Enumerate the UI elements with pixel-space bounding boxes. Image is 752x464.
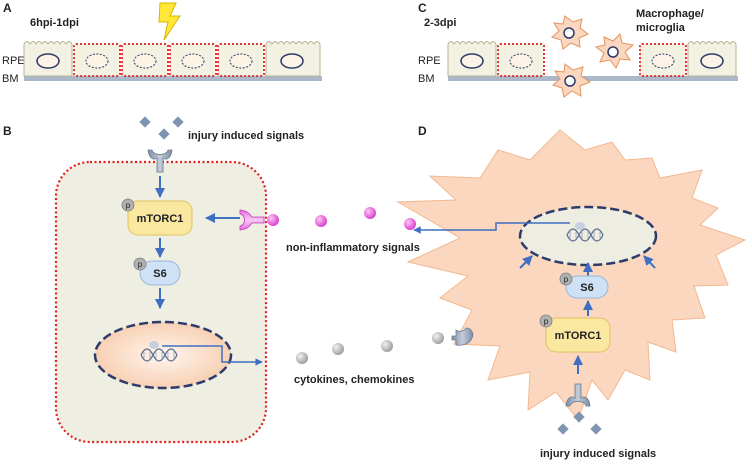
panel-a-bm-label: BM bbox=[2, 73, 19, 85]
panel-c-letter: C bbox=[418, 1, 427, 15]
injury-signal-icon bbox=[139, 116, 151, 128]
injury-signal-icon bbox=[172, 116, 184, 128]
cytokine-icon bbox=[332, 343, 344, 355]
s6-box bbox=[565, 275, 609, 299]
panel-a-rpe-label: RPE bbox=[2, 55, 25, 67]
lightning-icon bbox=[158, 2, 181, 41]
phosphate-label: p bbox=[564, 275, 569, 284]
panel-a-rpe-cell-healthy bbox=[23, 41, 73, 77]
panel-d-letter: D bbox=[418, 124, 427, 138]
injury-signal-icon bbox=[158, 128, 170, 140]
panel-a-rpe-cell-injured bbox=[121, 43, 169, 77]
nucleus-icon bbox=[651, 53, 675, 69]
injury-signal-icon bbox=[573, 411, 585, 423]
cytokine-icon bbox=[432, 332, 444, 344]
non-inflammatory-signals: non-inflammatory signals bbox=[239, 207, 420, 254]
ribosome-icon bbox=[575, 222, 585, 230]
panel-c-cell-type-line1: Macrophage/ bbox=[636, 8, 704, 20]
panel-b-injury-signals-label: injury induced signals bbox=[188, 130, 304, 142]
panel-b: B injury induced signals mTORC1 p S6 p bbox=[3, 116, 444, 444]
nucleus-icon bbox=[85, 53, 109, 69]
nucleus-icon bbox=[36, 53, 60, 69]
panel-a-basement-membrane bbox=[24, 76, 322, 81]
panel-c-rpe-cell-injured bbox=[639, 43, 687, 77]
panel-d-mtorc1-label: mTORC1 bbox=[555, 330, 602, 342]
receptor-icon bbox=[451, 327, 474, 346]
non-inflammatory-signal-icon bbox=[315, 215, 327, 227]
ribosome-icon bbox=[149, 341, 159, 349]
panel-a-rpe-cell-injured bbox=[73, 43, 121, 77]
s6-box bbox=[139, 260, 181, 286]
phosphate-icon bbox=[559, 272, 573, 286]
nucleus-icon bbox=[229, 53, 253, 69]
signal-arrow bbox=[519, 255, 533, 269]
phosphate-icon bbox=[539, 314, 553, 328]
panel-c-bm-label: BM bbox=[418, 73, 435, 85]
panel-c-time-label: 2-3dpi bbox=[424, 17, 456, 29]
phosphate-icon bbox=[121, 198, 135, 212]
receptor-icon bbox=[565, 383, 591, 407]
phosphate-label: p bbox=[126, 201, 131, 210]
panel-c-basement-membrane bbox=[448, 76, 738, 81]
panel-a-rpe-cell-injured bbox=[217, 43, 265, 77]
signal-arrow bbox=[643, 255, 656, 269]
mtorc1-box bbox=[127, 200, 193, 236]
nucleus-icon bbox=[700, 53, 724, 69]
panel-b-letter: B bbox=[3, 124, 12, 138]
injury-signal-icon bbox=[590, 423, 602, 435]
panel-c-rpe-cell-healthy bbox=[447, 41, 497, 77]
panel-a-letter: A bbox=[3, 1, 12, 15]
panel-b-s6-label: S6 bbox=[153, 268, 166, 280]
panel-d-non-inflammatory-label: non-inflammatory signals bbox=[286, 242, 420, 254]
panel-d: D S6 p mTORC1 p injury induced signals bbox=[396, 124, 747, 460]
panel-c: C 2-3dpi Macrophage/ microglia RPE BM bbox=[418, 1, 738, 98]
macrophage-icon bbox=[594, 33, 635, 69]
panel-a-time-label: 6hpi-1dpi bbox=[30, 17, 79, 29]
nucleus-icon bbox=[181, 53, 205, 69]
panel-d-injury-signals-label: injury induced signals bbox=[540, 448, 656, 460]
receptor-icon bbox=[239, 209, 265, 231]
non-inflammatory-signal-icon bbox=[404, 218, 416, 230]
non-inflammatory-signal-icon bbox=[267, 214, 279, 226]
mtorc1-box bbox=[545, 317, 611, 353]
panel-c-rpe-label: RPE bbox=[418, 55, 441, 67]
panel-b-cytokines-label: cytokines, chemokines bbox=[294, 374, 414, 386]
phosphate-label: p bbox=[544, 317, 549, 326]
panel-b-mtorc1-label: mTORC1 bbox=[137, 213, 184, 225]
panel-c-rpe-cell-injured bbox=[497, 43, 545, 77]
cytokine-icon bbox=[296, 352, 308, 364]
transcription-arrow bbox=[413, 222, 570, 234]
nucleus-icon bbox=[509, 53, 533, 69]
panel-a-rpe-cell-healthy bbox=[265, 41, 321, 77]
cytokine-icon bbox=[381, 340, 393, 352]
non-inflammatory-signal-icon bbox=[364, 207, 376, 219]
panel-a-rpe-cell-injured bbox=[169, 43, 217, 77]
receptor-icon bbox=[147, 149, 173, 173]
transcription-arrow bbox=[162, 345, 263, 366]
panel-c-cell-type-line2: microglia bbox=[636, 22, 686, 34]
nucleus-icon bbox=[280, 53, 304, 69]
injury-signal-icon bbox=[557, 423, 569, 435]
phosphate-label: p bbox=[138, 260, 143, 269]
nucleus bbox=[93, 320, 233, 390]
panel-a: A 6hpi-1dpi RPE BM bbox=[2, 1, 322, 85]
phosphate-icon bbox=[133, 257, 147, 271]
macrophage-icon bbox=[551, 15, 589, 50]
nucleus-icon bbox=[133, 53, 157, 69]
macrophage-cell-body bbox=[396, 129, 747, 422]
panel-d-s6-label: S6 bbox=[580, 282, 593, 294]
nucleus-icon bbox=[460, 53, 484, 69]
panel-c-rpe-cell-healthy bbox=[687, 41, 737, 77]
macrophage-icon bbox=[552, 63, 592, 98]
